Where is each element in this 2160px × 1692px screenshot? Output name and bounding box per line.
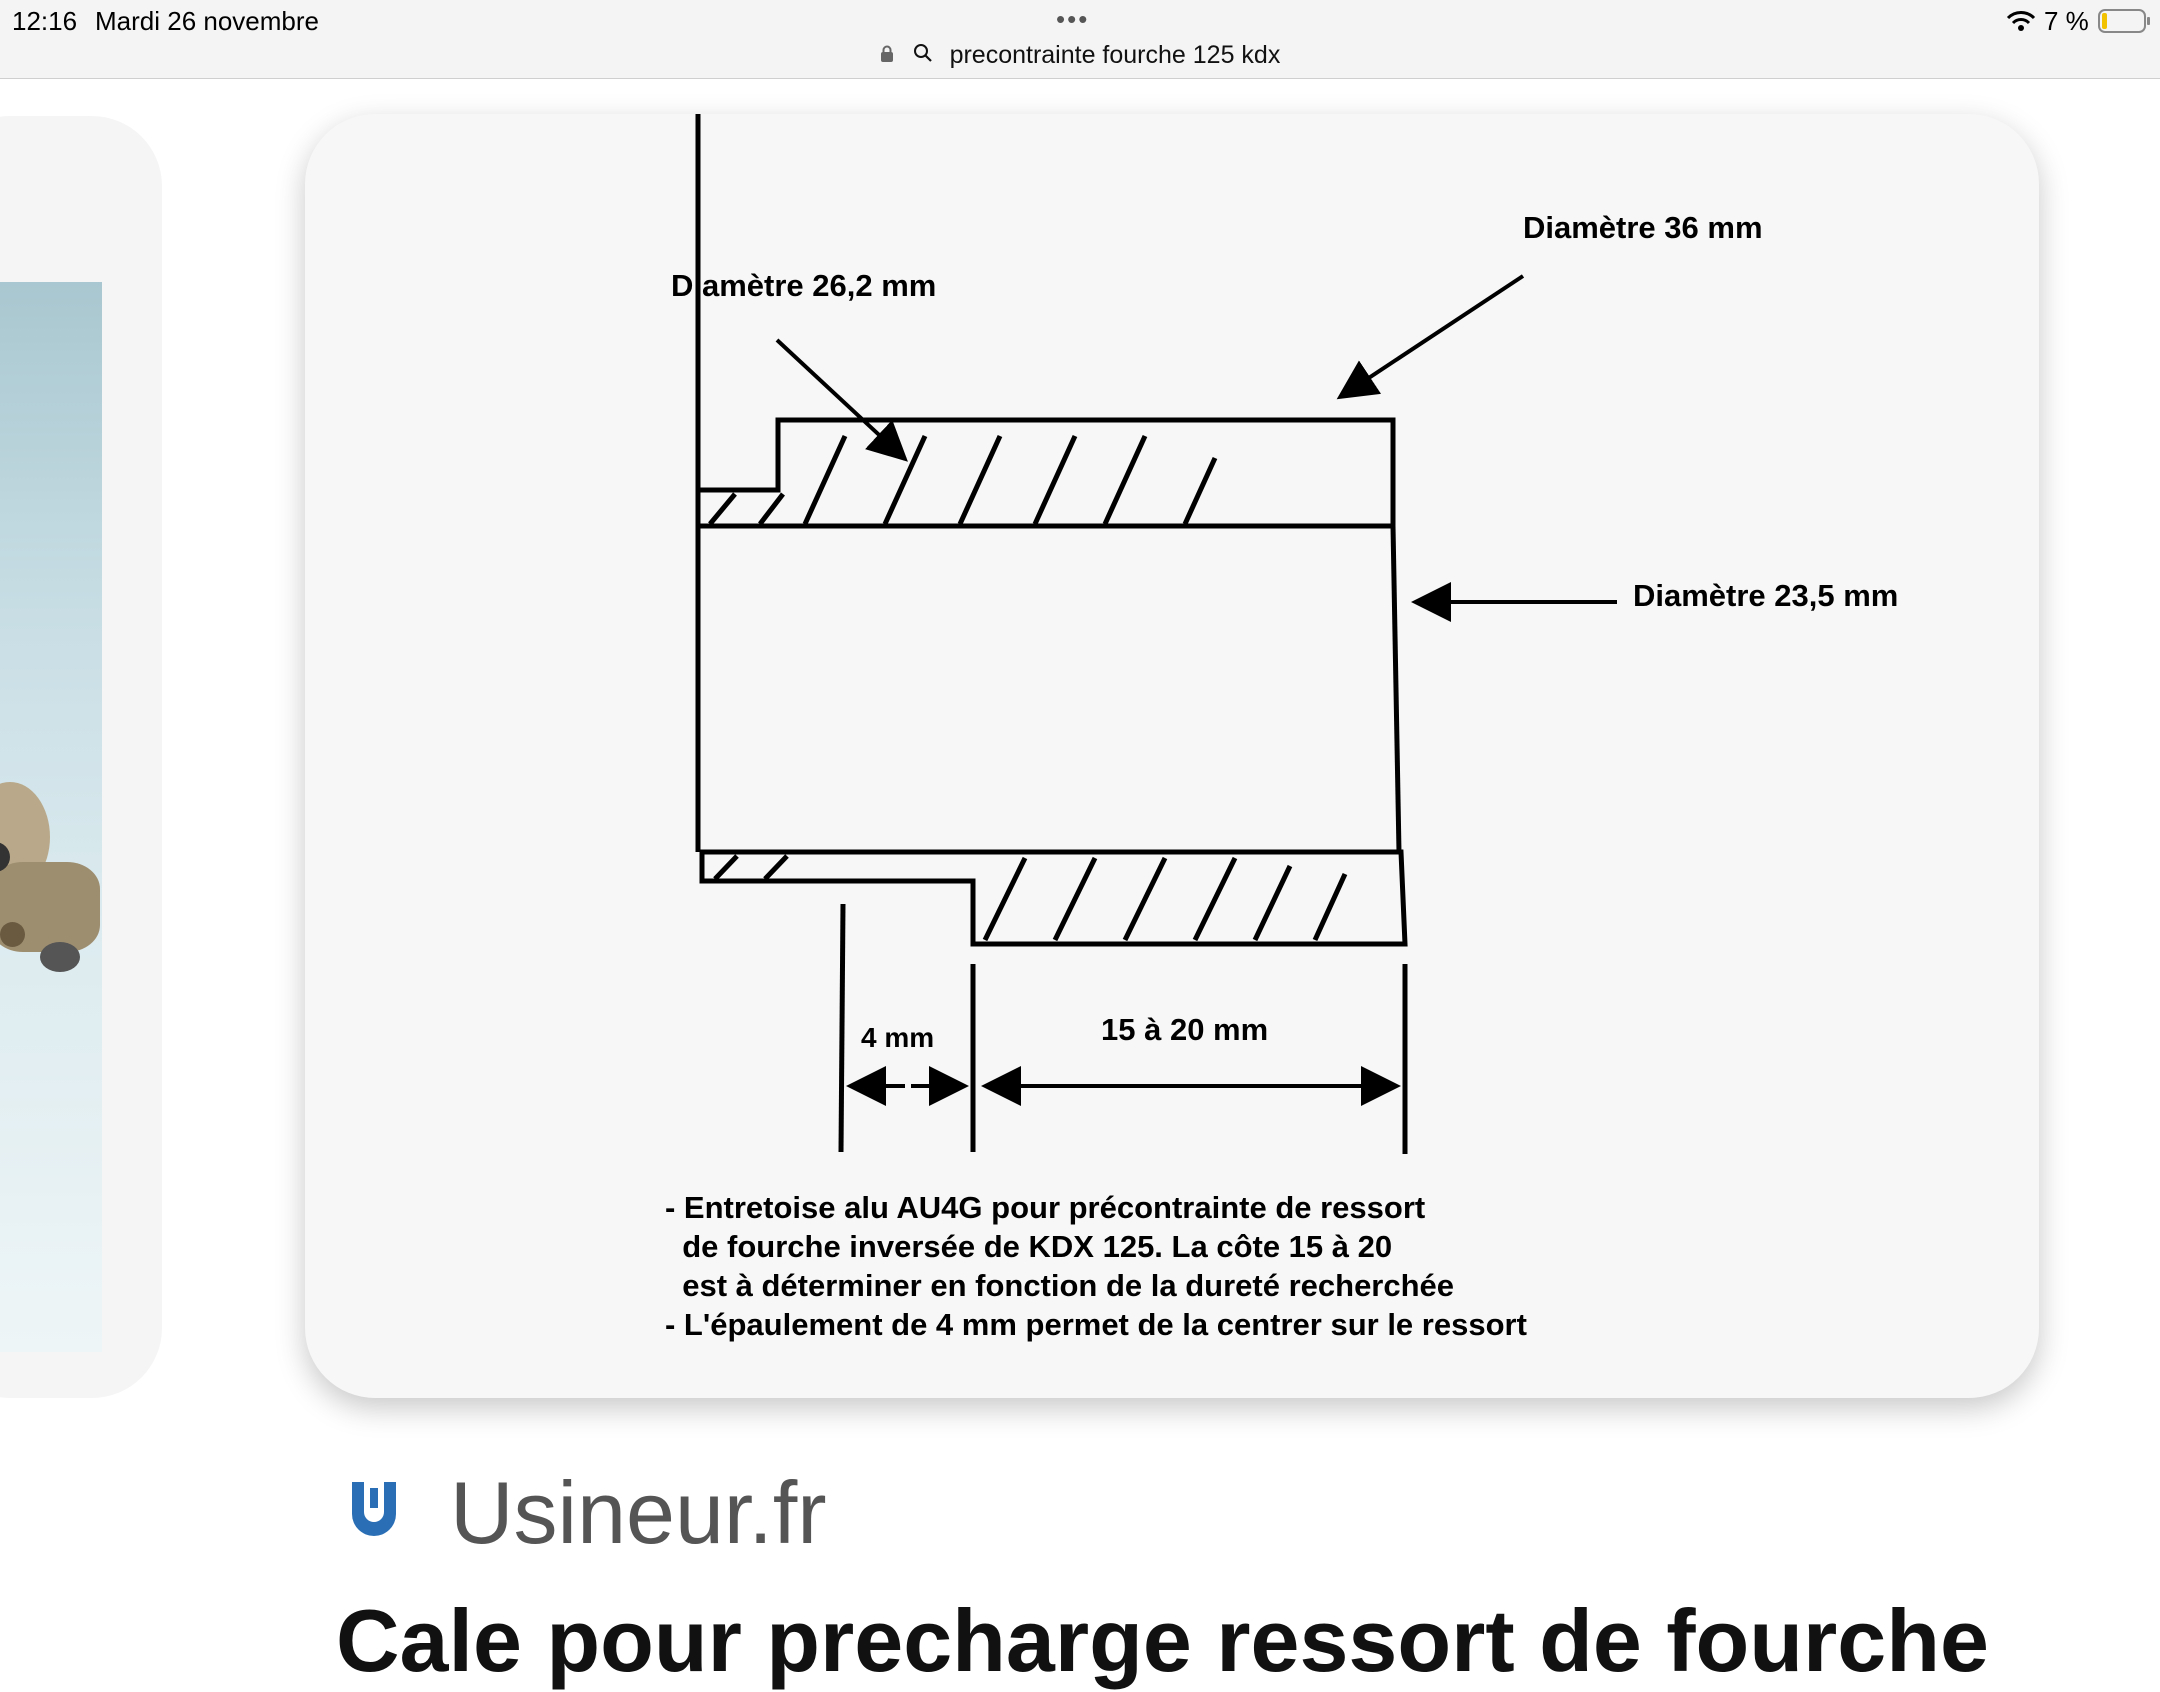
usineur-logo-icon [344, 1474, 404, 1538]
more-dots-icon[interactable]: ••• [1056, 4, 1090, 34]
previous-result-image [0, 282, 102, 1352]
source-site-name[interactable]: Usineur.fr [450, 1463, 827, 1562]
previous-result-card[interactable] [0, 116, 162, 1398]
label-diameter-36: Diamètre 36 mm [1523, 210, 1763, 245]
battery-icon [2098, 9, 2150, 33]
address-text: precontrainte fourche 125 kdx [949, 40, 1281, 69]
search-icon [913, 41, 943, 70]
note-line: - Entretoise alu AU4G pour précontrainte… [665, 1190, 1426, 1225]
label-diameter-23-5: Diamètre 23,5 mm [1633, 578, 1899, 613]
note-line: de fourche inversée de KDX 125. La côte … [665, 1229, 1393, 1264]
status-bar: 12:16 Mardi 26 novembre ••• precontraint… [0, 0, 2160, 79]
status-date: Mardi 26 novembre [95, 6, 319, 36]
diagram-note: - Entretoise alu AU4G pour précontrainte… [665, 1188, 1527, 1344]
lock-icon [880, 41, 906, 70]
wifi-icon [2006, 11, 2036, 31]
label-dim-15-20mm: 15 à 20 mm [1101, 1012, 1269, 1047]
label-dim-4mm: 4 mm [861, 1022, 935, 1053]
note-line: est à déterminer en fonction de la duret… [665, 1268, 1455, 1303]
battery-percent: 7 % [2044, 6, 2089, 36]
image-preview-card[interactable]: Diamètre 36 mm Diamètre 26,2 mm Diamètre… [305, 114, 2039, 1398]
note-line: - L'épaulement de 4 mm permet de la cent… [665, 1307, 1527, 1342]
status-time: 12:16 [12, 6, 78, 36]
spacer-diagram [695, 114, 1617, 1154]
result-title[interactable]: Cale pour precharge ressort de fourche [336, 1591, 1989, 1690]
label-diameter-26-2: Diamètre 26,2 mm [671, 268, 937, 303]
address-bar[interactable]: precontrainte fourche 125 kdx [0, 40, 2160, 70]
